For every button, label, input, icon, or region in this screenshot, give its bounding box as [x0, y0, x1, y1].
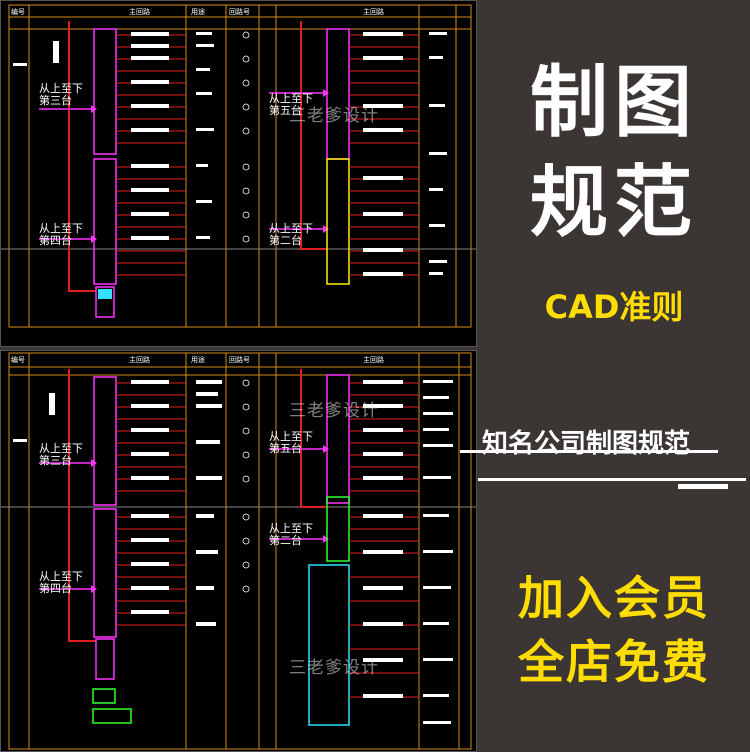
watermark-top: 三老爹设计 — [289, 106, 379, 126]
cad-label-bottom-left-a: 从上至下 第三台 — [39, 442, 83, 467]
title-line-1: 制图 — [529, 58, 698, 148]
cad-header-circuit-bottom: 回路号 — [229, 356, 250, 364]
cad-drawing-bottom: 编号 主回路 用途 回路号 主回路 从上至下 第三台 从上至下 第四台 从上至下… — [0, 350, 477, 752]
cad-schematic-top — [1, 4, 476, 328]
cad-header-use: 用途 — [191, 8, 205, 16]
promo-panel: 制图 规范 CAD准则 知名公司制图规范 加入会员 全店免费 — [460, 0, 750, 750]
cad-rule-label: CAD准则 — [544, 288, 684, 326]
cad-header-main-2: 主回路 — [363, 8, 384, 16]
divider-line-top — [460, 450, 718, 453]
divider-accent — [678, 484, 728, 489]
cad-header-main: 主回路 — [129, 8, 150, 16]
title-line-2: 规范 — [529, 158, 698, 248]
cad-header-main-bottom: 主回路 — [129, 356, 150, 364]
cad-label-bottom-left-b: 从上至下 第四台 — [39, 570, 83, 595]
promo-line-1: 加入会员 — [518, 571, 710, 625]
cad-label-top-left-b: 从上至下 第四台 — [39, 222, 83, 247]
cad-label-bottom-mid-b: 从上至下 第二台 — [269, 522, 313, 547]
cad-label-top-mid-b: 从上至下 第二台 — [269, 222, 313, 247]
cad-header-no-bottom: 编号 — [11, 356, 25, 364]
cad-schematic-bottom — [1, 352, 476, 750]
cad-header-circuit: 回路号 — [229, 8, 250, 16]
promo-line-2: 全店免费 — [518, 635, 710, 689]
caption-text: 知名公司制图规范 — [482, 429, 691, 459]
watermark-bottom-a: 三老爹设计 — [289, 401, 379, 421]
cad-label-bottom-mid-a: 从上至下 第五台 — [269, 430, 313, 455]
cad-header-no: 编号 — [11, 8, 25, 16]
cad-label-top-left-a: 从上至下 第三台 — [39, 82, 83, 107]
divider-line-bottom — [478, 478, 746, 481]
cad-header-use-bottom: 用途 — [191, 356, 205, 364]
watermark-bottom-b: 三老爹设计 — [289, 658, 379, 678]
cad-drawing-top: 编号 主回路 用途 回路号 主回路 从上至下 第三台 从上至下 第四台 从上至下… — [0, 0, 477, 347]
cad-header-main-bottom-2: 主回路 — [363, 356, 384, 364]
cad-label-top-mid-a: 从上至下 第五台 — [269, 92, 313, 117]
